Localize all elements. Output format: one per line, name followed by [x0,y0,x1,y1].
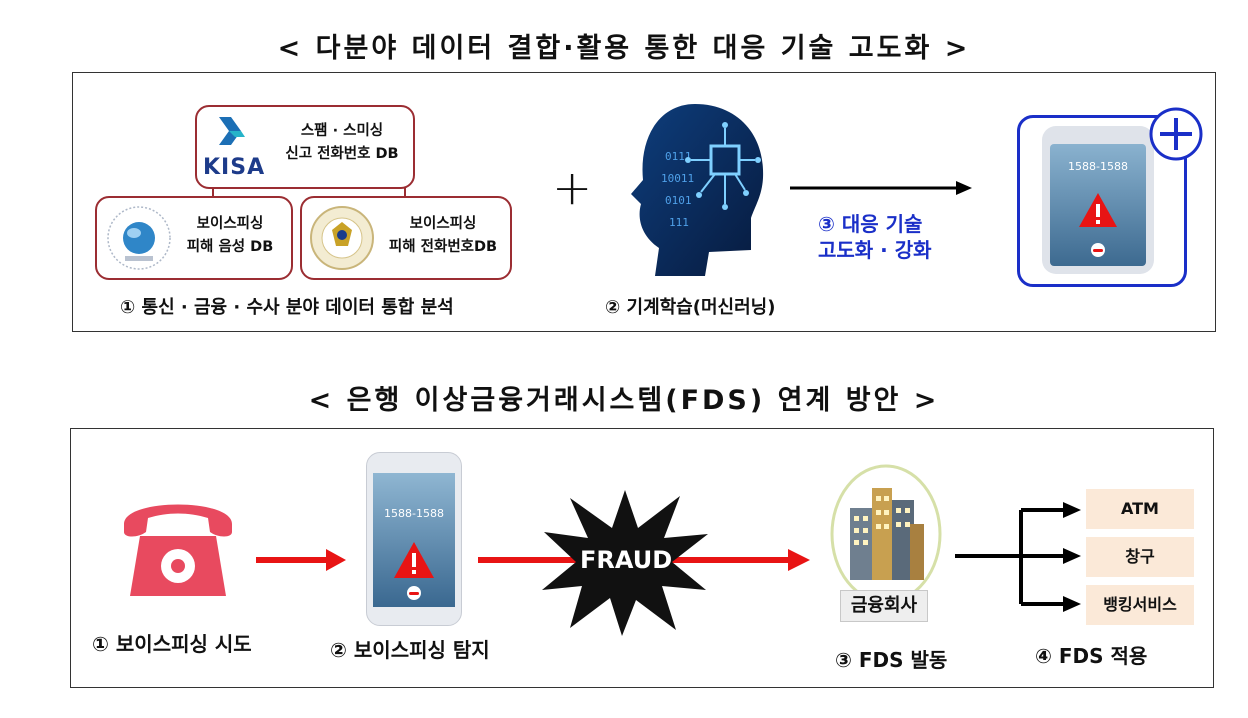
building-label: 금융회사 [840,590,928,622]
detection-hangup-icon [406,585,422,601]
detection-warning-icon [393,541,435,579]
fss-voice-db-box: 보이스피싱 피해 음성 DB [95,196,293,280]
section1-step2-caption: ② 기계학습(머신러닝) [605,293,775,319]
branch-arrows-icon [955,500,1085,620]
financial-building-icon [830,464,942,604]
svg-text:111: 111 [669,216,689,229]
section2-step3-caption: ③ FDS 발동 [835,644,947,673]
output-banking-service: 뱅킹서비스 [1086,585,1194,625]
detection-phone-screen: 1588-1588 [373,473,455,607]
phone-number-text: 1588-1588 [1050,160,1146,173]
kisa-db-box: KISA 스팸 · 스미싱 신고 전화번호 DB [195,105,415,189]
kisa-box-line1: 스팸 · 스미싱 [277,121,407,142]
detection-phone-body: 1588-1588 [366,452,462,626]
svg-text:0101: 0101 [665,194,692,207]
police-db-box: 보이스피싱 피해 전화번호DB [300,196,512,280]
fraud-label: FRAUD [580,546,672,574]
warning-icon [1078,192,1118,228]
section1-arrow-icon [790,180,975,200]
section2-step4-caption: ④ FDS 적용 [1035,640,1147,669]
detection-phone-number: 1588-1588 [373,507,455,520]
plus-circle-icon [1148,106,1204,162]
section1-step3-line1: ③ 대응 기술 [818,208,922,237]
phone-screen: 1588-1588 [1050,144,1146,266]
hangup-icon [1090,242,1106,258]
ai-head-icon: 0111 10011 0101 111 [625,100,775,280]
section1-step3-line2: 고도화 · 강화 [818,234,932,263]
fss-seal-icon [105,204,173,272]
section2-title: < 은행 이상금융거래시스템(FDS) 연계 방안 > [0,378,1248,417]
fss-box-line2: 피해 음성 DB [173,237,287,258]
section1-step1-caption: ① 통신 · 금융 · 수사 분야 데이터 통합 분석 [120,293,454,319]
fss-box-line1: 보이스피싱 [173,214,287,235]
phone-body: 1588-1588 [1042,126,1154,274]
police-seal-icon [308,204,376,272]
kisa-box-line2: 신고 전화번호 DB [277,144,407,165]
police-box-line1: 보이스피싱 [380,214,506,235]
kisa-logo-icon [215,115,247,151]
plus-sign: + [552,160,592,216]
police-box-line2: 피해 전화번호DB [380,237,506,258]
telephone-icon [118,492,238,604]
kisa-logo-text: KISA [203,155,265,180]
output-atm: ATM [1086,489,1194,529]
section2-step1-caption: ① 보이스피싱 시도 [92,628,252,657]
section2-step2-caption: ② 보이스피싱 탐지 [330,634,490,663]
output-counter: 창구 [1086,537,1194,577]
svg-text:10011: 10011 [661,172,694,185]
red-arrow-1-icon [256,548,348,572]
